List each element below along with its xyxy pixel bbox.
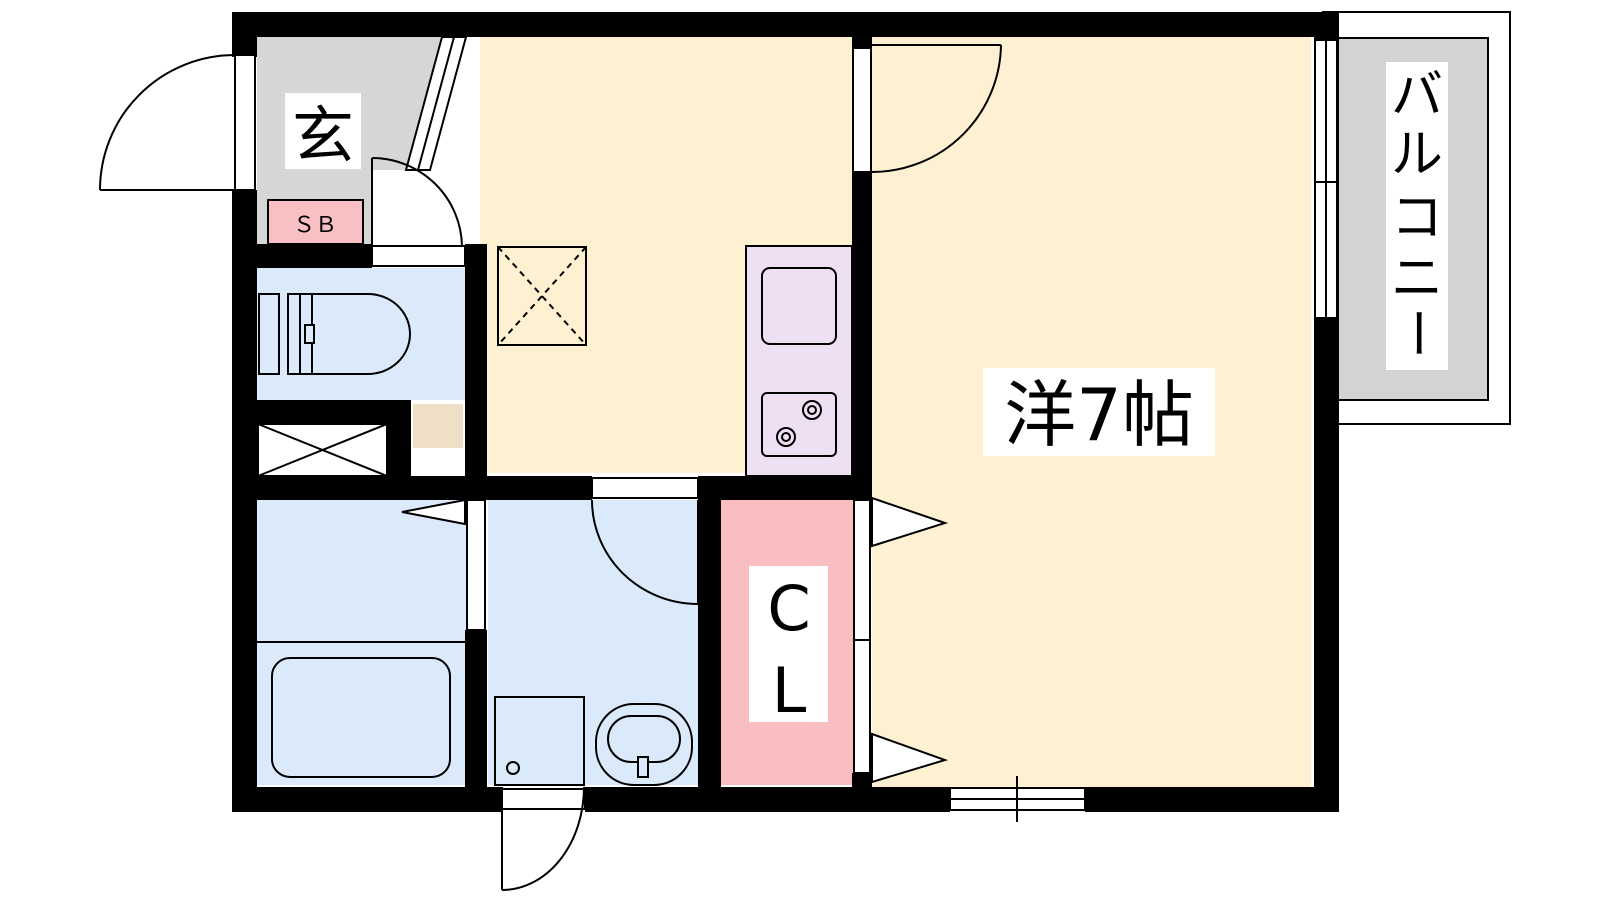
balcony: [1322, 11, 1511, 425]
balcony-label-char: バ: [1391, 66, 1443, 126]
kitchen-counter: [745, 245, 853, 477]
window-kitchen: [404, 36, 468, 171]
closet-label-c: C: [767, 572, 810, 645]
balcony-label-char: ル: [1391, 125, 1443, 185]
entrance-door: [99, 54, 256, 191]
balcony-label-char: ニ: [1391, 249, 1443, 309]
small-storage: [413, 404, 463, 448]
washer-space: [494, 696, 585, 786]
balcony-label-char: コ: [1391, 188, 1443, 248]
walls: [232, 12, 1339, 812]
balcony-label-char: ー: [1386, 307, 1446, 359]
closet-doors: [853, 496, 949, 784]
bath-door: [401, 498, 486, 631]
shoe-box: [267, 199, 364, 245]
toilet-fixture: [258, 293, 411, 375]
wash-basin: [595, 703, 693, 786]
washroom-door: [591, 477, 699, 605]
balcony-label: バ ル コ ニ ー: [1386, 66, 1446, 359]
room-door: [852, 44, 1002, 173]
bathtub: [257, 641, 465, 778]
bottom-door: [501, 786, 586, 891]
toilet-door: [371, 157, 466, 267]
entrance-label: 玄: [292, 99, 354, 172]
window-right: [1314, 39, 1338, 319]
fridge-space: [497, 246, 587, 346]
window-bottom: [949, 776, 1086, 822]
storage-box: [257, 423, 388, 477]
closet-label-l: L: [772, 654, 807, 727]
shoe-box-label: ＳＢ: [293, 213, 337, 238]
western-room-label: 洋7帖: [1004, 373, 1194, 457]
